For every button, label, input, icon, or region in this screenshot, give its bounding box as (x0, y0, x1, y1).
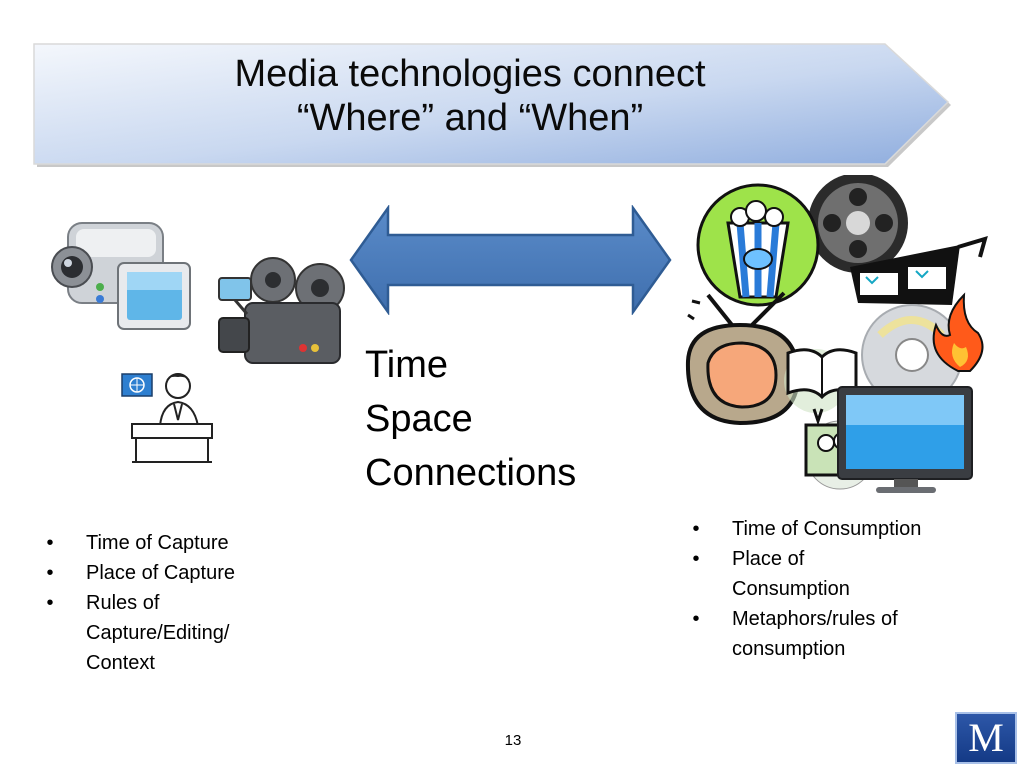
title-banner (30, 40, 955, 170)
list-item-text: Time of Consumption (732, 518, 922, 540)
camcorder-icon (51, 222, 191, 330)
double-arrow-icon (349, 205, 672, 315)
center-line-2: Space (365, 398, 473, 440)
tv-icon (685, 291, 801, 426)
center-line-1: Time (365, 344, 449, 386)
media-collage (685, 175, 988, 493)
popcorn-icon (696, 183, 820, 307)
list-item: • Time of Consumption (686, 514, 986, 544)
page-number: 13 (504, 732, 522, 749)
list-item: • Place of Capture (40, 558, 300, 588)
list-item-text: Place of Capture (86, 562, 235, 584)
brand-logo: M (955, 712, 1017, 764)
list-item: • Place of Consumption (686, 544, 986, 604)
slide-title: Media technologies connect “Where” and “… (60, 52, 880, 140)
center-line-3: Connections (365, 452, 577, 494)
flame-icon (932, 292, 984, 372)
bullet: • (692, 518, 700, 540)
film-camera-icon (218, 257, 345, 364)
title-line-2: “Where” and “When” (296, 97, 644, 139)
list-item: • Rules of Capture/Editing/ Context (40, 588, 300, 678)
list-item-text: Metaphors/rules of consumption (732, 608, 898, 660)
list-item: • Time of Capture (40, 528, 300, 558)
list-item: • Metaphors/rules of consumption (686, 604, 986, 664)
person-at-computer-icon (121, 373, 213, 463)
list-item-text: Rules of Capture/Editing/ Context (86, 592, 230, 674)
list-item-text: Place of Consumption (732, 548, 850, 600)
title-line-1: Media technologies connect (234, 53, 706, 95)
bullet: • (46, 562, 54, 584)
bullet: • (46, 532, 54, 554)
film-reel-icon (808, 175, 908, 273)
bullet: • (692, 608, 700, 630)
list-item-text: Time of Capture (86, 532, 229, 554)
monitor-icon (837, 386, 973, 493)
center-text: Time Space Connections (365, 338, 576, 500)
consumption-list: • Time of Consumption • Place of Consump… (686, 514, 986, 664)
bullet: • (692, 548, 700, 570)
3d-glasses-icon (850, 236, 988, 305)
capture-list: • Time of Capture • Place of Capture • R… (40, 528, 300, 678)
bullet: • (46, 592, 54, 614)
